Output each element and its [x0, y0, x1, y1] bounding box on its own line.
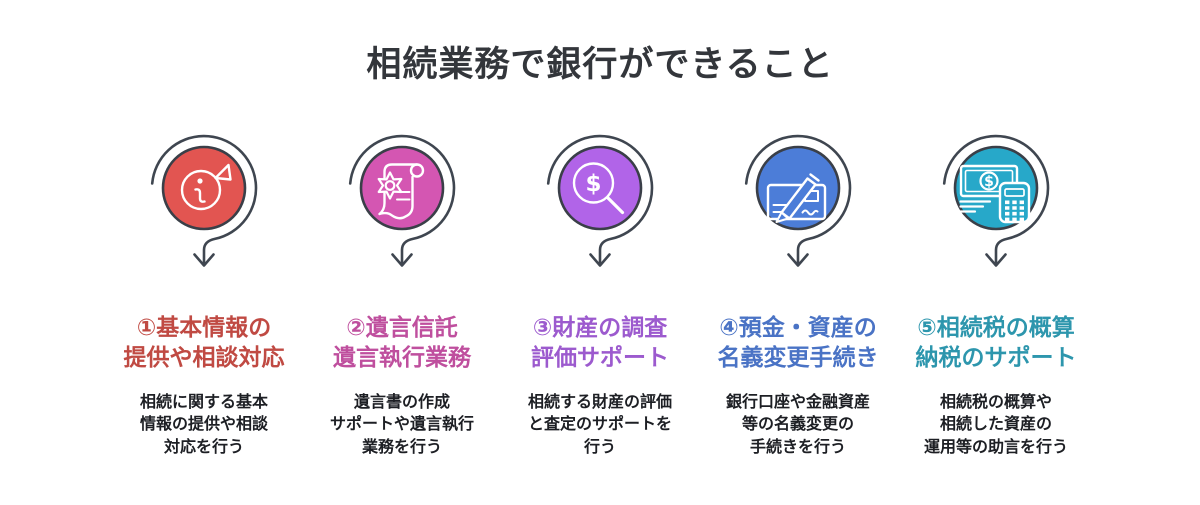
step-5-title: ⑤相続税の概算 納税のサポート: [916, 312, 1077, 373]
step-4-title: ④預金・資産の 名義変更手続き: [718, 312, 879, 373]
step-5-title-line1: ⑤相続税の概算: [917, 314, 1075, 340]
step-column-3: $ ③財産の調査 評価サポート 相続する財産の評価 と査定のサポートを 行う: [501, 128, 699, 460]
svg-text:$: $: [585, 171, 601, 197]
step-1-title-line2: 提供や相談対応: [123, 344, 285, 371]
will-scroll-seal-icon: [377, 163, 425, 220]
step-4-description: 銀行口座や金融資産 等の名義変更の 手続きを行う: [725, 393, 870, 457]
ring-arrow-icon: [744, 134, 852, 267]
step-3-icon-wrap: $: [520, 128, 680, 280]
ring-arrow-icon: $: [546, 134, 654, 267]
svg-text:$: $: [984, 174, 994, 190]
step-4-title-line1: ④預金・資産の: [719, 314, 877, 340]
step-5-description: 相続税の概算や 相続した資産の 運用等の助言を行う: [923, 393, 1068, 457]
step-column-1: ①基本情報の 提供や相談対応 相続に関する基本 情報の提供や相談 対応を行う: [105, 128, 303, 460]
step-1-title: ①基本情報の 提供や相談対応: [124, 312, 285, 373]
step-2-description: 遺言書の作成 サポートや遺言執行 業務を行う: [329, 393, 474, 457]
step-column-4: ④預金・資産の 名義変更手続き 銀行口座や金融資産 等の名義変更の 手続きを行う: [699, 128, 897, 460]
step-column-2: ②遺言信託 遺言執行業務 遺言書の作成 サポートや遺言執行 業務を行う: [303, 128, 501, 460]
ring-arrow-icon: [348, 134, 456, 267]
step-2-title: ②遺言信託 遺言執行業務: [333, 312, 471, 373]
step-2-title-line1: ②遺言信託: [346, 314, 458, 340]
step-3-title: ③財産の調査 評価サポート: [531, 312, 669, 373]
step-5-title-line2: 納税のサポート: [915, 344, 1077, 371]
step-4-title-line2: 名義変更手続き: [717, 344, 879, 371]
ring-arrow-icon: $: [942, 134, 1050, 267]
steps-row: ①基本情報の 提供や相談対応 相続に関する基本 情報の提供や相談 対応を行う: [0, 128, 1200, 460]
page-title: 相続業務で銀行ができること: [366, 45, 834, 84]
step-1-icon-wrap: [124, 128, 284, 280]
info-circle-arrow-icon: [180, 163, 232, 211]
step-1-description: 相続に関する基本 情報の提供や相談 対応を行う: [139, 393, 268, 457]
step-1-title-line1: ①基本情報の: [136, 314, 272, 340]
step-2-title-line2: 遺言執行業務: [333, 344, 471, 371]
money-search-magnifier-icon: $: [572, 162, 625, 215]
step-3-title-line2: 評価サポート: [531, 344, 669, 371]
step-3-description: 相続する財産の評価 と査定のサポートを 行う: [527, 393, 672, 457]
check-signing-pen-icon: [766, 173, 827, 223]
cash-calculator-icon: $: [959, 164, 1031, 224]
ring-arrow-icon: [150, 134, 258, 267]
step-5-icon-wrap: $: [916, 128, 1076, 280]
step-column-5: $ ⑤相続税の概算 納税のサポート 相続税の概算や 相続した資産の 運用等の助言…: [897, 128, 1095, 460]
step-2-icon-wrap: [322, 128, 482, 280]
step-3-title-line1: ③財産の調査: [532, 314, 668, 340]
step-4-icon-wrap: [718, 128, 878, 280]
